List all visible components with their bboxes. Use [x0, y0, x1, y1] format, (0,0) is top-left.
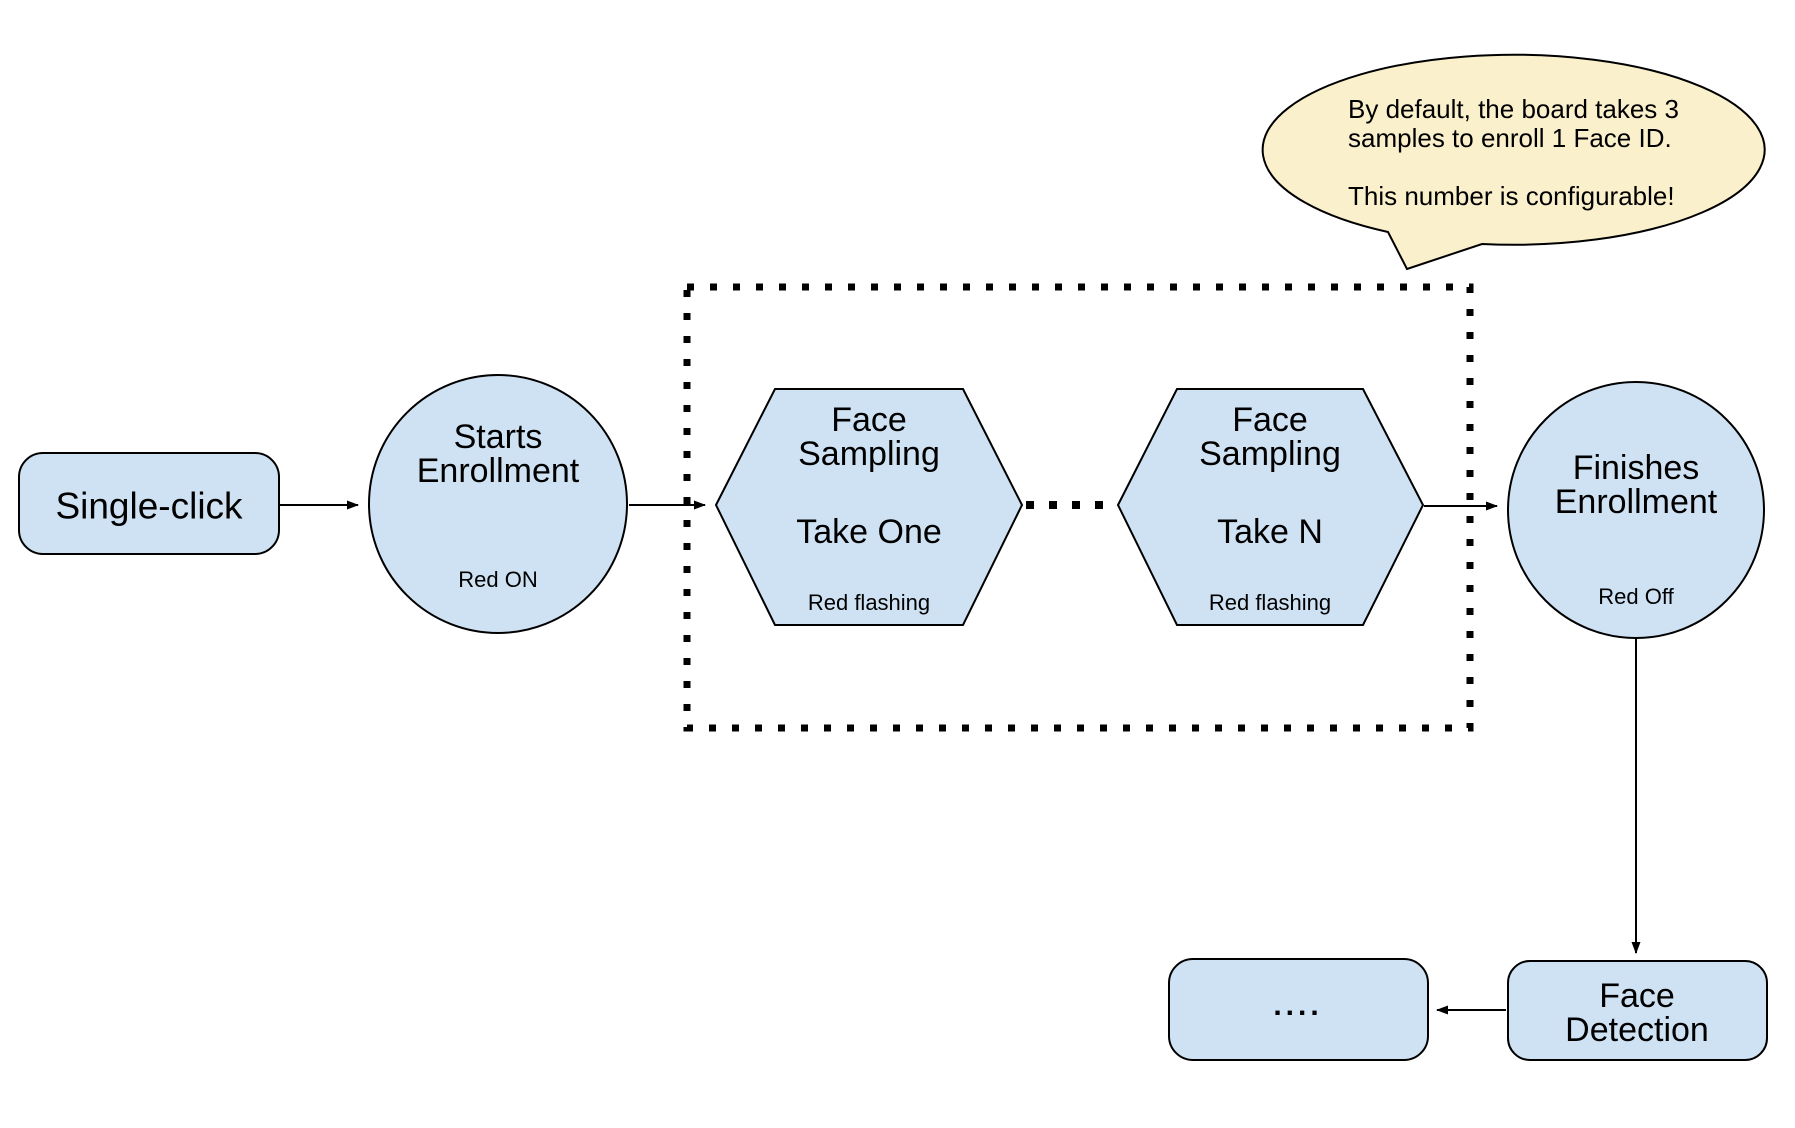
- single-click-node-shape: [18, 452, 280, 555]
- finishes-enrollment-label: Finishes Enrollment: [1554, 449, 1718, 521]
- continuation-node-shape: [1168, 958, 1429, 1061]
- callout-bubble-shape: [1261, 53, 1766, 271]
- face-sampling-take-n-count: Take N: [1217, 513, 1323, 551]
- finishes-enrollment-status: Red Off: [1598, 584, 1674, 609]
- starts-enrollment-status: Red ON: [458, 567, 538, 592]
- face-sampling-take-n-label: Face Sampling: [1199, 401, 1341, 473]
- face-sampling-take-one-count: Take One: [796, 513, 942, 551]
- face-sampling-take-one-status: Red flashing: [807, 590, 931, 615]
- face-sampling-take-one-hexagon: [714, 388, 1024, 626]
- starts-enrollment-label: Starts Enrollment: [416, 418, 580, 490]
- single-click-label: Single-click: [55, 485, 243, 527]
- face-sampling-take-n-status: Red flashing: [1208, 590, 1332, 615]
- callout-text: By default, the board takes 3 samples to…: [1348, 94, 1679, 211]
- starts-enrollment-node-shape: [368, 374, 628, 634]
- finishes-enrollment-node-shape: [1507, 381, 1765, 639]
- face-sampling-take-n-hexagon: [1116, 388, 1425, 626]
- face-detection-node-shape: [1507, 960, 1768, 1061]
- face-detection-label: Face Detection: [1565, 977, 1709, 1049]
- continuation-label: ....: [1273, 989, 1323, 1022]
- sampling-group-dotted-border: [683, 283, 1474, 732]
- face-sampling-take-one-label: Face Sampling: [798, 401, 940, 473]
